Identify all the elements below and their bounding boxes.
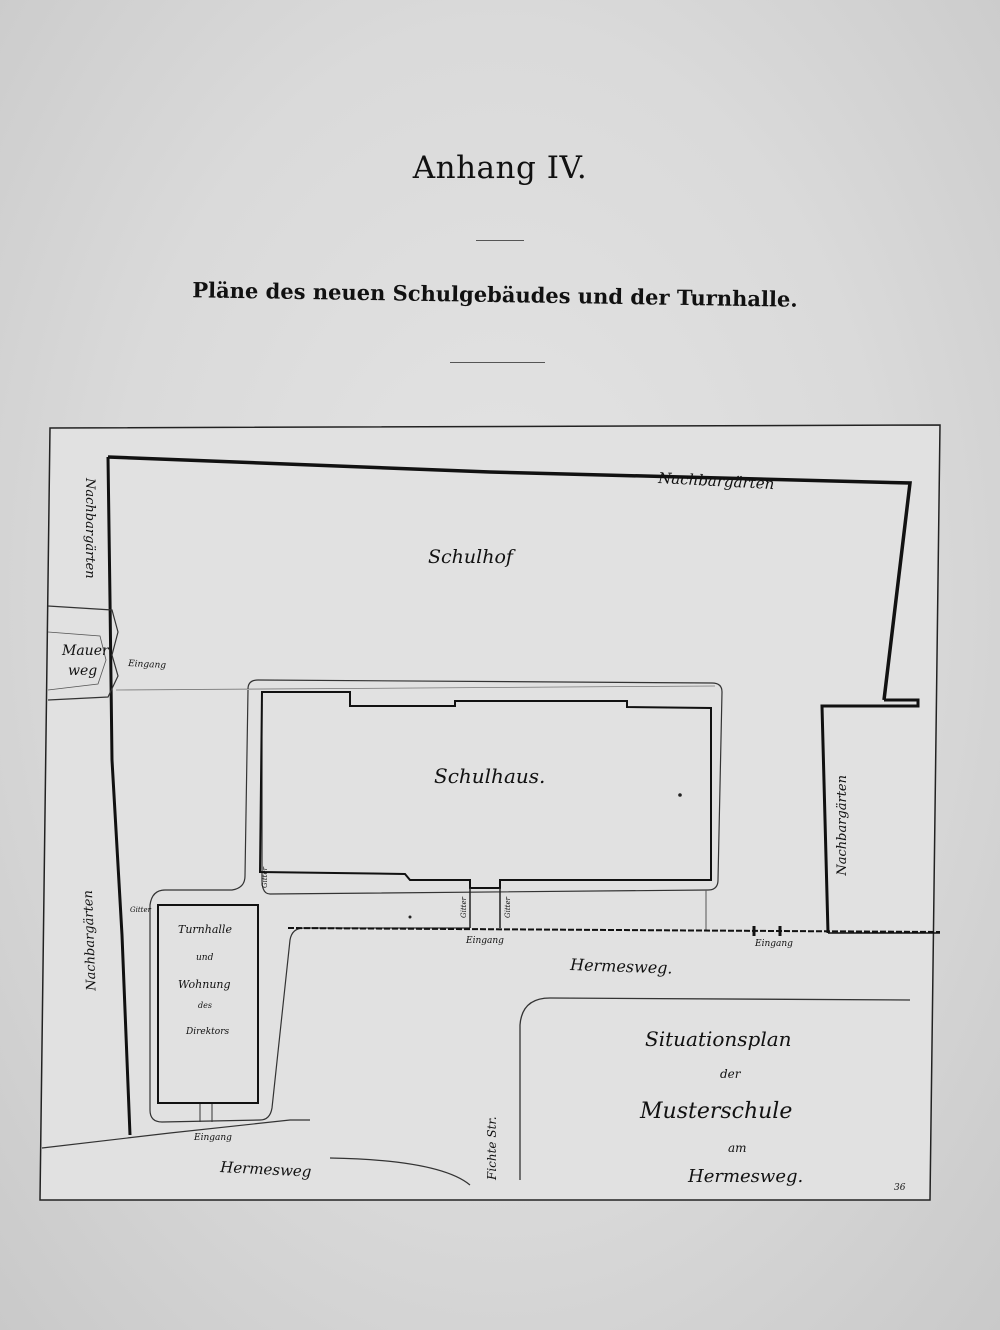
label-mauerweg-1: Mauer — [61, 643, 110, 659]
label-eingang-west: Eingang — [127, 659, 167, 671]
boundary-west — [106, 456, 132, 1136]
title-divider — [476, 240, 524, 241]
path-line — [115, 685, 716, 691]
label-nachbargaerten-east: Nachbargärten — [835, 775, 850, 877]
survey-point-2 — [408, 915, 412, 919]
plate-frame — [39, 424, 941, 1201]
schulhaus-building — [258, 691, 712, 889]
label-gitter-gate-a: Gitter — [460, 896, 468, 918]
label-eingang-main: Eingang — [465, 936, 504, 946]
plate-number: 36 — [894, 1183, 906, 1193]
label-hermesweg-north: Hermesweg. — [569, 955, 673, 978]
mauerweg-street — [47, 605, 119, 701]
label-nachbargaerten-west-upper: Nachbargärten — [82, 477, 97, 579]
label-mauerweg-2: weg — [68, 663, 97, 679]
label-fichte-str: Fichte Str. — [485, 1116, 499, 1181]
label-situationsplan-1: Situationsplan — [645, 1027, 792, 1051]
label-gitter-path: Gitter — [261, 866, 269, 888]
fichte-corner — [329, 1157, 471, 1186]
label-turnhalle-3: Wohnung — [178, 978, 231, 991]
boundary-east — [820, 698, 920, 934]
label-turnhalle-4: des — [198, 1001, 212, 1010]
survey-point — [678, 793, 682, 797]
turnhalle-building — [157, 904, 259, 1104]
label-gitter-gate-b: Gitter — [504, 896, 512, 918]
page-title: Anhang IV. — [412, 150, 588, 186]
label-nachbargaerten-west-lower: Nachbargärten — [81, 890, 100, 992]
label-turnhalle-1: Turnhalle — [178, 923, 232, 936]
hermesweg-south-edge — [41, 1119, 310, 1149]
label-schulhof: Schulhof — [428, 546, 516, 568]
label-schulhaus: Schulhaus. — [434, 764, 545, 788]
subtitle-divider — [450, 362, 545, 363]
mauerweg-inner-edge — [47, 631, 107, 691]
label-situationsplan-3: Musterschule — [639, 1099, 792, 1124]
label-turnhalle-2: und — [196, 953, 214, 963]
label-eingang-turnhalle: Eingang — [193, 1133, 232, 1143]
label-situationsplan-5: Hermesweg. — [687, 1166, 803, 1187]
boundary-north — [107, 455, 912, 701]
label-hermesweg-south: Hermesweg — [219, 1158, 312, 1181]
label-eingang-east: Eingang — [754, 939, 793, 949]
label-turnhalle-5: Direktors — [185, 1027, 230, 1037]
label-situationsplan-2: der — [720, 1067, 742, 1081]
school-path-outer — [247, 679, 723, 895]
label-situationsplan-4: am — [728, 1141, 747, 1155]
southern-block-edge — [519, 997, 911, 1180]
turnhalle-path — [149, 689, 470, 1123]
hermesweg-north-edge — [287, 927, 941, 933]
label-gitter-west: Gitter — [130, 906, 152, 914]
